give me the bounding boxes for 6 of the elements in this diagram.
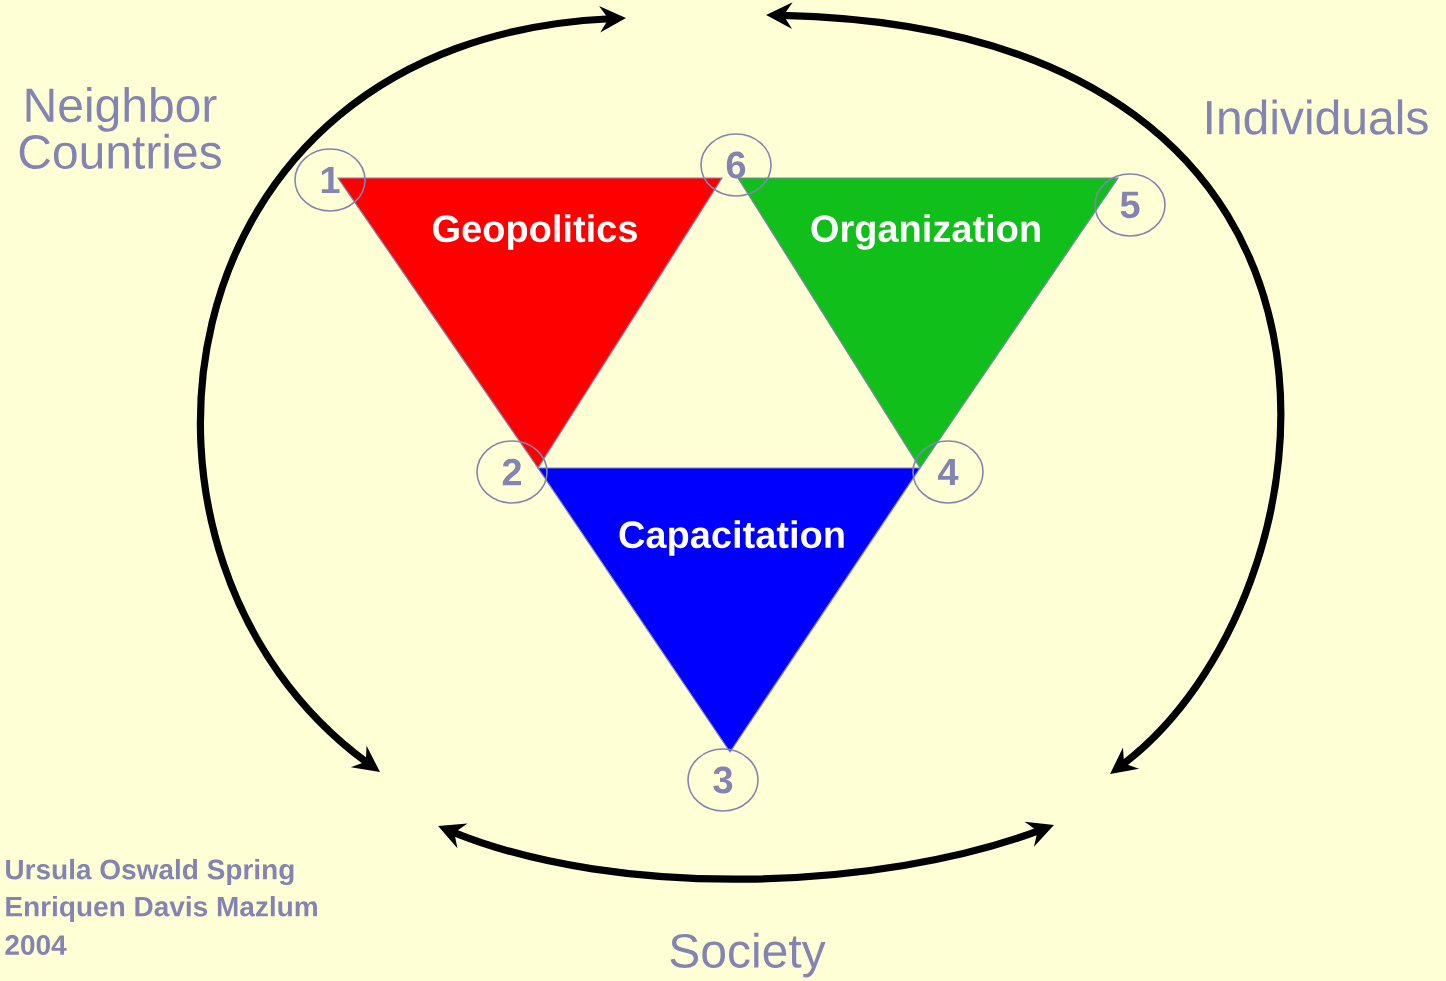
author-credit: 2004 xyxy=(5,935,67,955)
region-label: Individuals xyxy=(1207,99,1428,135)
author-credit: Enriquen Davis Mazlum xyxy=(6,895,317,923)
region-label: Society xyxy=(670,932,826,978)
author-credit: Ursula Oswald Spring xyxy=(6,858,294,886)
region-label: Neighbor Countries xyxy=(19,87,221,169)
